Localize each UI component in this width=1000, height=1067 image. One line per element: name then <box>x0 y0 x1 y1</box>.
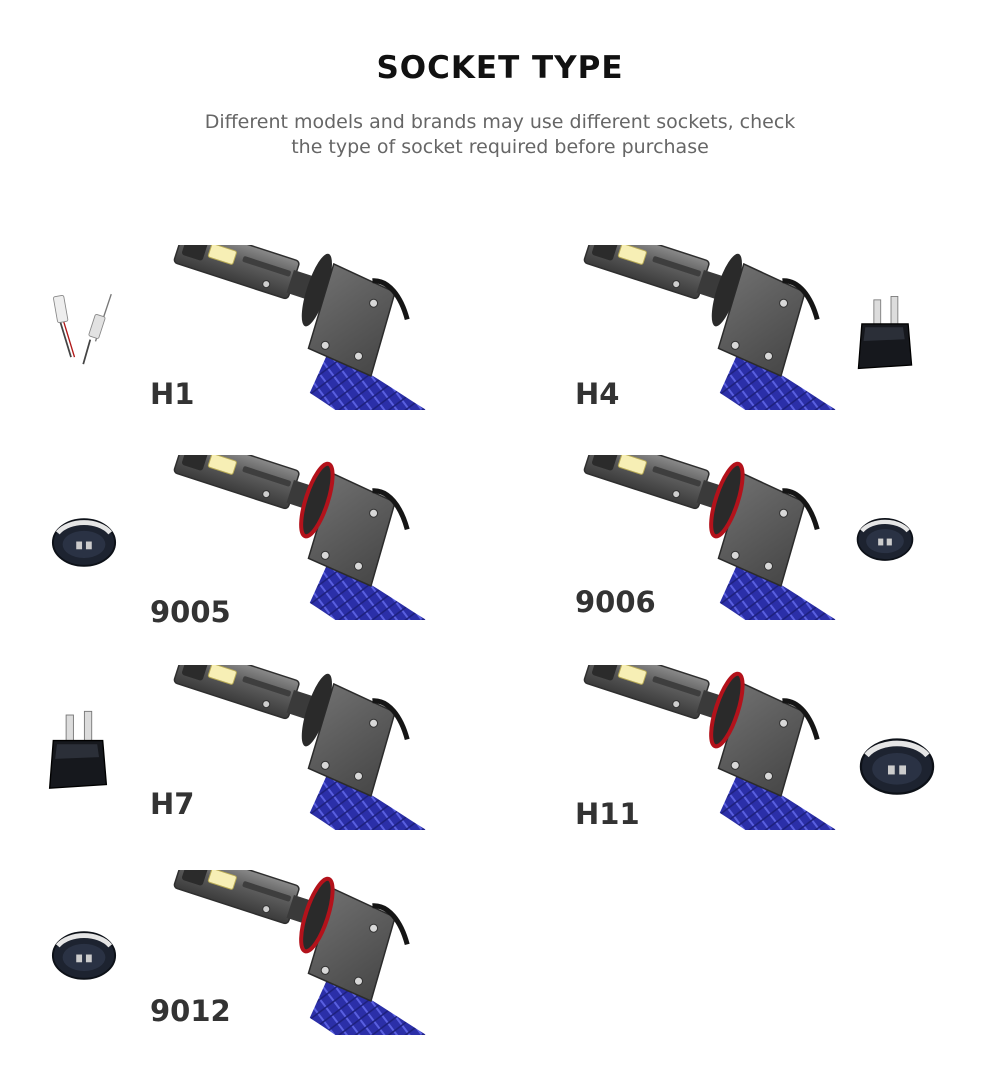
subtitle-line-2: the type of socket required before purch… <box>291 136 709 158</box>
h1-wire-connector-icon <box>50 285 120 375</box>
product-label: H7 <box>150 787 195 821</box>
h1-bulb-image <box>155 245 435 410</box>
product-label: 9005 <box>150 595 231 629</box>
9005-oval-socket-icon <box>50 515 118 569</box>
product-h7: H7 <box>40 665 440 835</box>
h7-bulb-image <box>155 665 435 830</box>
product-label: 9006 <box>575 585 656 619</box>
product-label: H11 <box>575 797 640 831</box>
product-h4: H4 <box>565 245 965 415</box>
product-label: 9012 <box>150 994 231 1028</box>
subtitle-line-1: Different models and brands may use diff… <box>204 111 796 133</box>
9012-oval-socket-icon <box>50 928 118 982</box>
9006-oval-socket-icon <box>855 515 915 563</box>
page-subtitle: Different models and brands may use diff… <box>170 110 830 160</box>
product-9006: 9006 <box>565 455 965 635</box>
h4-square-socket-icon <box>855 295 915 375</box>
h11-oval-socket-icon <box>857 735 937 797</box>
product-h11: H11 <box>565 665 965 845</box>
page-title: SOCKET TYPE <box>376 50 624 86</box>
product-label: H4 <box>575 377 620 411</box>
product-9005: 9005 <box>40 455 440 635</box>
product-h1: H1 <box>40 245 440 415</box>
product-label: H1 <box>150 377 195 411</box>
h7-square-socket-icon <box>46 710 110 795</box>
product-9012: 9012 <box>40 870 440 1040</box>
